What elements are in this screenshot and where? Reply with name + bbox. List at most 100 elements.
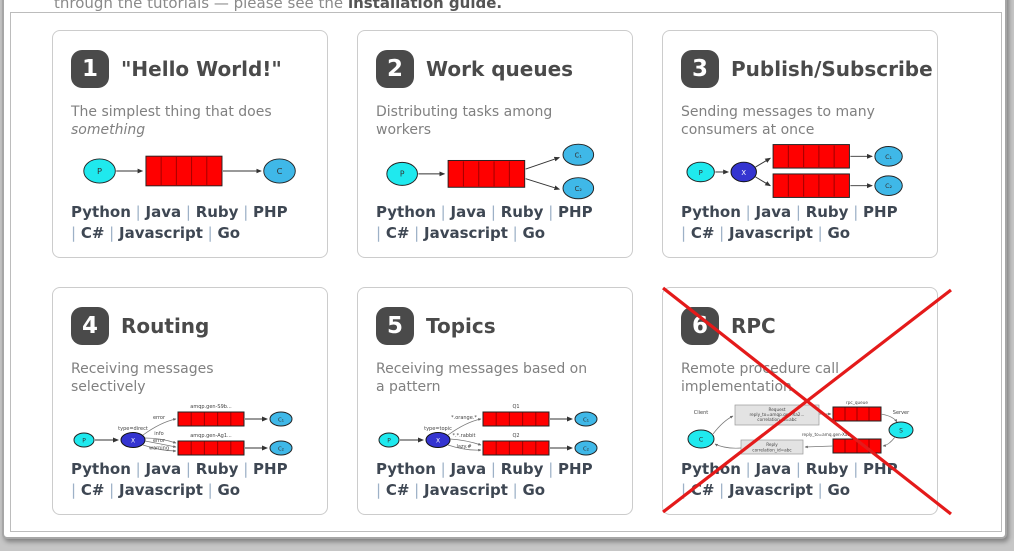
consumer2-ellipse — [269, 440, 292, 456]
separator: | — [714, 481, 729, 499]
language-link-go[interactable]: Go — [827, 224, 851, 242]
tutorial-card-rpc: 6 RPC Remote procedure call implementati… — [662, 286, 952, 516]
svg-text:X: X — [741, 169, 746, 177]
language-link-javascript[interactable]: Javascript — [729, 481, 813, 499]
producer-ellipse — [83, 158, 116, 184]
card-title: Work queues — [426, 57, 574, 81]
language-link-python[interactable]: Python — [71, 460, 131, 478]
language-links: Python | Java | Ruby | PHP | C# | Javasc… — [376, 202, 601, 244]
consumer1-ellipse — [874, 146, 903, 167]
language-link-python[interactable]: Python — [71, 203, 131, 221]
card-description: Receiving messages based on a pattern — [376, 361, 588, 396]
card-title: "Hello World!" — [121, 57, 282, 81]
language-link-c[interactable]: C# — [690, 224, 715, 242]
consumer1-ellipse — [269, 411, 292, 427]
svg-text:warning: warning — [148, 445, 168, 451]
card-number-badge: 1 — [71, 50, 109, 88]
svg-text:lazy.#: lazy.# — [456, 444, 471, 450]
separator: | — [376, 224, 386, 242]
language-link-ruby[interactable]: Ruby — [500, 203, 544, 221]
queue2-rect — [772, 173, 850, 198]
language-link-java[interactable]: Java — [450, 203, 487, 221]
language-link-javascript[interactable]: Javascript — [424, 481, 508, 499]
language-link-ruby[interactable]: Ruby — [500, 460, 544, 478]
language-link-javascript[interactable]: Javascript — [119, 224, 203, 242]
separator: | — [543, 460, 559, 478]
separator: | — [435, 203, 451, 221]
tutorial-card-work-queues: 2 Work queues Distributing tasks among w… — [357, 30, 633, 258]
language-link-java[interactable]: Java — [145, 203, 182, 221]
separator: | — [681, 224, 691, 242]
separator: | — [714, 224, 729, 242]
svg-text:S: S — [899, 427, 903, 434]
language-link-php[interactable]: PHP — [253, 203, 288, 221]
separator: | — [681, 481, 691, 499]
consumer2-ellipse — [574, 440, 597, 456]
work-queues-diagram: P C₁ C₂ — [385, 143, 594, 200]
language-link-php[interactable]: PHP — [558, 203, 593, 221]
language-link-java[interactable]: Java — [145, 460, 182, 478]
language-link-php[interactable]: PHP — [558, 460, 593, 478]
language-link-go[interactable]: Go — [522, 481, 546, 499]
svg-text:correlation_id=abc: correlation_id=abc — [757, 417, 797, 422]
intro-text-lead: through the tutorials — please see the — [54, 0, 348, 12]
installation-guide-link[interactable]: installation guide. — [347, 0, 503, 12]
language-link-ruby[interactable]: Ruby — [195, 460, 239, 478]
language-link-go[interactable]: Go — [827, 481, 851, 499]
svg-text:Server: Server — [892, 410, 909, 416]
language-link-python[interactable]: Python — [376, 460, 436, 478]
separator: | — [848, 460, 864, 478]
language-link-python[interactable]: Python — [681, 203, 741, 221]
svg-text:amqp.gen-Ag1...: amqp.gen-Ag1... — [190, 433, 232, 439]
language-link-ruby[interactable]: Ruby — [195, 203, 239, 221]
svg-text:Q1: Q1 — [512, 404, 519, 410]
language-link-php[interactable]: PHP — [863, 460, 898, 478]
separator: | — [486, 460, 501, 478]
separator: | — [202, 481, 218, 499]
separator: | — [507, 224, 523, 242]
language-link-javascript[interactable]: Javascript — [729, 224, 813, 242]
separator: | — [812, 481, 828, 499]
svg-text:Q2: Q2 — [512, 433, 519, 439]
svg-text:X: X — [435, 437, 439, 444]
language-link-javascript[interactable]: Javascript — [119, 481, 203, 499]
svg-text:*.*.rabbit: *.*.rabbit — [452, 433, 475, 439]
consumer-ellipse — [263, 158, 296, 184]
language-link-go[interactable]: Go — [217, 481, 241, 499]
language-link-ruby[interactable]: Ruby — [805, 460, 849, 478]
language-link-c[interactable]: C# — [385, 224, 410, 242]
language-link-c[interactable]: C# — [80, 224, 105, 242]
language-link-ruby[interactable]: Ruby — [805, 203, 849, 221]
separator: | — [376, 481, 386, 499]
svg-text:C₂: C₂ — [582, 446, 588, 452]
language-link-python[interactable]: Python — [376, 203, 436, 221]
separator: | — [507, 481, 523, 499]
tutorial-card-publish-subscribe: 3 Publish/Subscribe Sending messages to … — [662, 30, 938, 258]
card-number-badge: 4 — [71, 307, 109, 345]
card-description: Receiving messages selectively — [71, 361, 214, 396]
language-link-java[interactable]: Java — [755, 460, 792, 478]
language-links: Python | Java | Ruby | PHP | C# | Javasc… — [681, 202, 906, 244]
language-link-php[interactable]: PHP — [253, 460, 288, 478]
content-frame: 1 "Hello World!" The simplest thing that… — [10, 12, 1002, 532]
svg-text:*.orange.*: *.orange.* — [451, 415, 477, 421]
consumer2-ellipse — [874, 175, 903, 196]
card-header: 4 Routing — [71, 307, 309, 345]
svg-text:C₁: C₁ — [574, 152, 582, 160]
language-link-c[interactable]: C# — [690, 481, 715, 499]
language-link-java[interactable]: Java — [450, 460, 487, 478]
queue2-rect — [482, 440, 549, 456]
language-link-java[interactable]: Java — [755, 203, 792, 221]
exchange-ellipse — [120, 431, 145, 448]
separator: | — [486, 203, 501, 221]
language-link-c[interactable]: C# — [80, 481, 105, 499]
language-link-go[interactable]: Go — [217, 224, 241, 242]
svg-text:X: X — [130, 437, 134, 444]
language-link-c[interactable]: C# — [385, 481, 410, 499]
language-link-php[interactable]: PHP — [863, 203, 898, 221]
language-link-python[interactable]: Python — [681, 460, 741, 478]
language-link-javascript[interactable]: Javascript — [424, 224, 508, 242]
card-number-badge: 2 — [376, 50, 414, 88]
svg-text:Reply: Reply — [766, 442, 778, 447]
language-link-go[interactable]: Go — [522, 224, 546, 242]
